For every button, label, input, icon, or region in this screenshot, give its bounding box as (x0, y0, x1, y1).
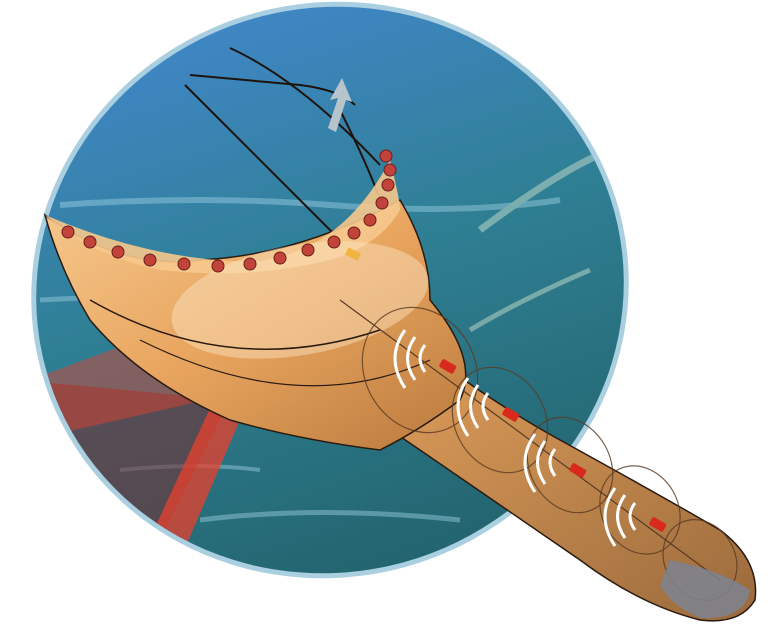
trawl-illustration-svg (0, 0, 772, 634)
illustration (0, 0, 772, 634)
